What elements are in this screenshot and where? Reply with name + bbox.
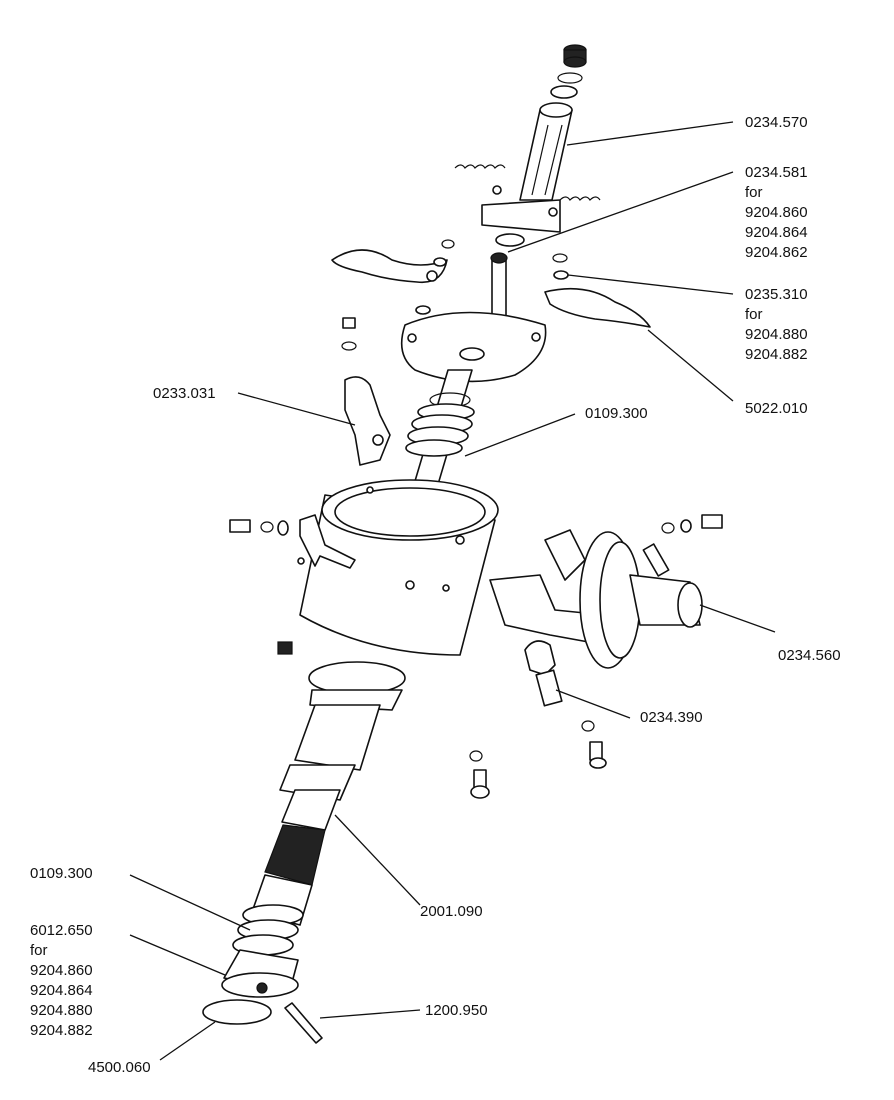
weight-left [331,249,448,284]
label-0234-581-line: 9204.862 [745,244,808,261]
label-0234-581-line: 9204.864 [745,224,808,241]
leader-0233-031 [237,392,356,426]
grub-screw [277,641,293,655]
leader-0234-581 [507,171,734,253]
cam-shaft-0234-570 [519,102,573,201]
label-0234-570: 0234.570 [745,114,808,131]
label-4500-060: 4500.060 [88,1059,151,1076]
top-felt-cap [563,44,587,68]
washer-right [553,270,569,280]
label-0234-581-line: 9204.860 [745,204,808,221]
leader-0109-300-bottom [129,874,251,931]
circlip-top [557,72,583,84]
leader-0234-560 [699,604,776,633]
gear-bush-2001-090 [264,789,341,886]
label-0234-560: 0234.560 [778,647,841,664]
side-screw [229,519,289,536]
leader-5022-010 [647,329,734,402]
label-6012-650-line: 9204.864 [30,982,93,999]
screw-small-left [341,317,357,351]
contact-set-0233-031 [344,376,391,466]
label-6012-650-line: 6012.650 [30,922,93,939]
label-6012-650-line: 9204.882 [30,1022,93,1039]
washer-top [550,85,578,99]
washer-small-left [415,305,431,315]
cam-plate [481,185,561,233]
link-0234-390 [524,640,563,707]
lower-body [279,661,406,801]
leader-0109-300-top [464,413,576,457]
washer-left [433,257,447,267]
breaker-base-plate [400,311,547,383]
leader-0235-310 [567,274,734,295]
ring-4500-060 [202,999,272,1025]
spring-lower [232,904,304,956]
springs [454,164,601,201]
spring-upper [405,392,475,457]
pin-1200-950 [284,1002,323,1044]
washer-0234-581 [495,233,525,247]
label-0234-581-group: 0234.581 for 9204.860 9204.864 9204.862 [745,164,812,261]
label-6012-650-line: 9204.860 [30,962,93,979]
leader-0234-390 [555,689,631,719]
terminal-clip [297,514,356,569]
label-0234-581-line: for [745,184,763,201]
leader-4500-060 [159,1021,216,1061]
leader-2001-090 [334,814,421,906]
drive-dog-6012-650 [221,949,299,998]
weight-right [544,287,651,328]
leader-0234-570 [566,121,734,146]
label-6012-650-group: 6012.650 for 9204.860 9204.864 9204.880 … [30,922,97,1039]
label-0235-310-line: 0235.310 [745,286,808,303]
label-0234-390: 0234.390 [640,709,703,726]
label-0109-300-bottom: 0109.300 [30,865,93,882]
screw-lower-right [581,720,607,769]
label-0235-310-line: 9204.880 [745,326,808,343]
label-6012-650-line: 9204.880 [30,1002,93,1019]
leader-6012-650 [129,934,226,976]
label-2001-090: 2001.090 [420,903,483,920]
leader-1200-950 [319,1009,421,1019]
clip-left [441,239,455,249]
label-0235-310-line: 9204.882 [745,346,808,363]
vacuum-screw-top [661,514,723,534]
label-0234-581-line: 0234.581 [745,164,808,181]
label-0235-310-line: for [745,306,763,323]
label-5022-010: 5022.010 [745,400,808,417]
vacuum-unit-0234-560 [489,529,703,669]
housing-body [299,479,499,656]
label-1200-950: 1200.950 [425,1002,488,1019]
label-0235-310-group: 0235.310 for 9204.880 9204.882 [745,286,812,363]
label-6012-650-line: for [30,942,48,959]
label-0109-300-top: 0109.300 [585,405,648,422]
clip-right [552,253,568,263]
label-0233-031: 0233.031 [153,385,216,402]
screw-lower-middle [469,750,490,799]
